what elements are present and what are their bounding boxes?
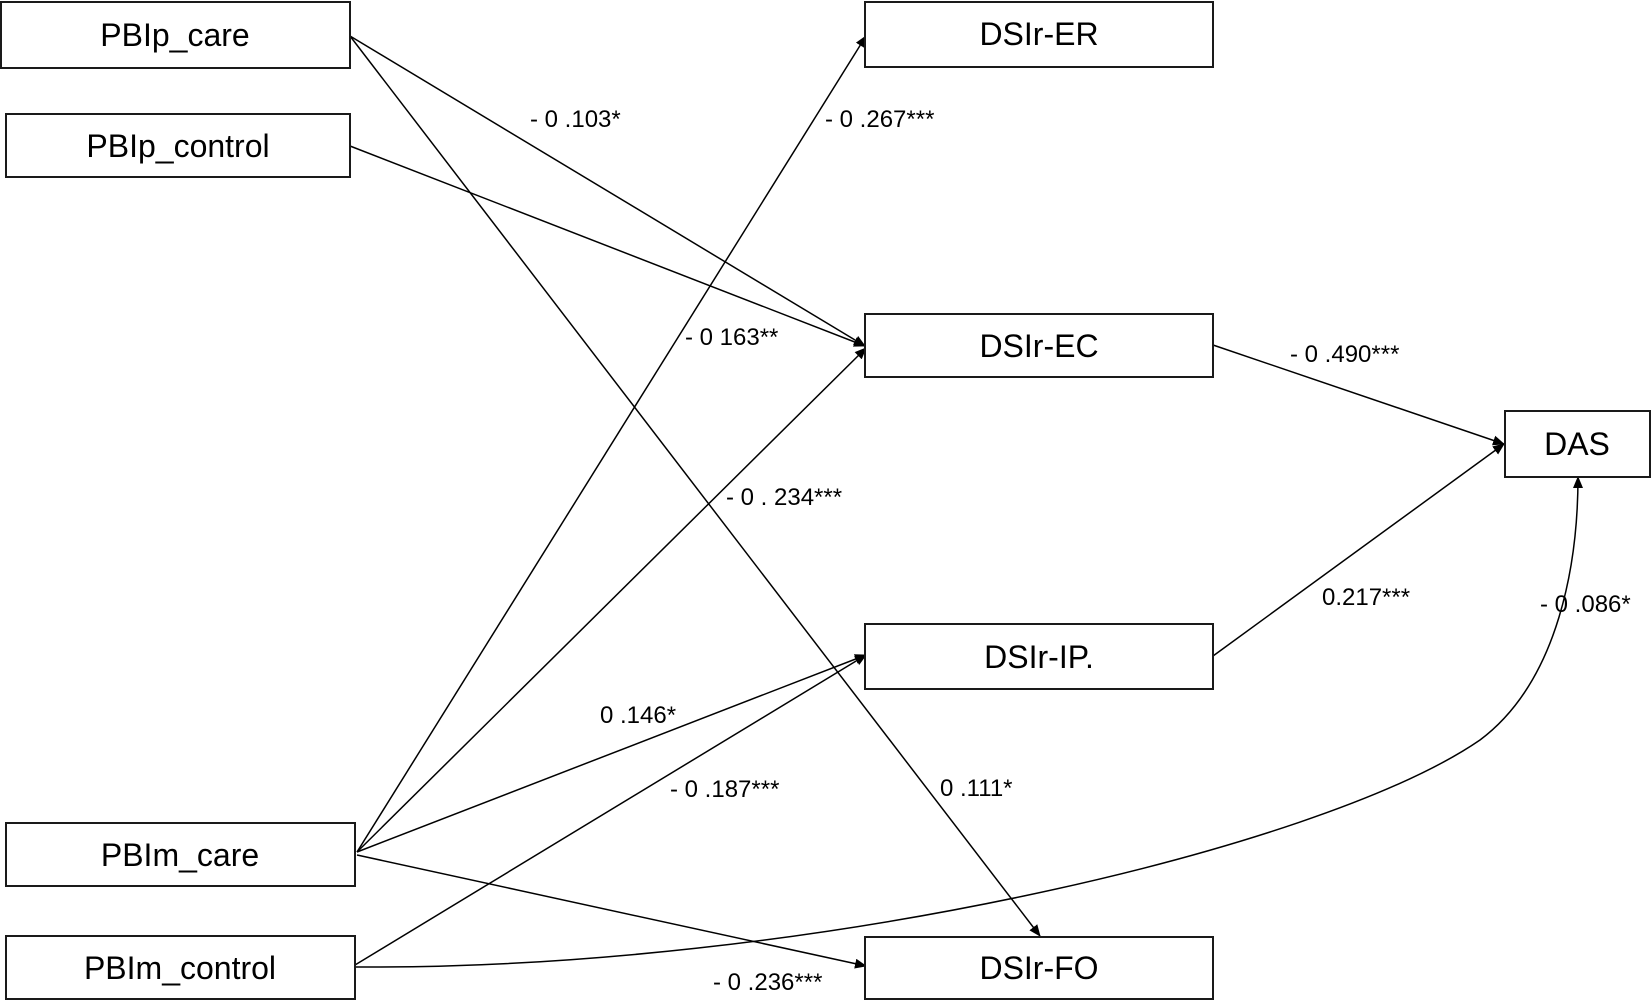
node-label: DSIr-EC — [979, 328, 1098, 364]
node-dsir-fo: DSIr-FO — [864, 936, 1214, 1000]
edge-label-pbip-care-dsir-ec: - 0 .103* — [530, 106, 621, 133]
node-das: DAS — [1504, 410, 1651, 478]
edge-label-pbim-control-das: - 0 .086* — [1540, 591, 1631, 618]
node-pbim-control: PBIm_control — [5, 935, 356, 1000]
edge-label-pbip-control-dsir-ec: - 0 163** — [685, 324, 778, 351]
node-label: DSIr-FO — [979, 950, 1098, 986]
node-label: DAS — [1544, 426, 1610, 462]
edge-pbim-care-to-dsir-fo — [356, 854, 867, 969]
edge-pbim-care-to-dsir-ec — [356, 347, 867, 853]
edges — [349, 35, 1583, 969]
edge-labels: - 0 .103* 0 .111* - 0 163** - 0 .267*** … — [530, 106, 1631, 996]
node-pbip-control: PBIp_control — [5, 113, 351, 178]
node-dsir-er: DSIr-ER — [864, 1, 1214, 68]
edge-label-dsir-ec-das: - 0 .490*** — [1290, 341, 1399, 368]
edge-pbim-control-to-dsir-ip — [354, 654, 867, 966]
edge-label-dsir-ip-das: 0.217*** — [1322, 584, 1410, 611]
edge-dsir-ip-to-das — [1212, 443, 1505, 657]
edge-label-pbip-care-dsir-fo: 0 .111* — [940, 775, 1013, 802]
edge-label-pbim-care-dsir-er: - 0 .267*** — [825, 106, 934, 133]
edge-label-pbim-care-dsir-ip: 0 .146* — [600, 702, 676, 729]
node-label: DSIr-ER — [979, 16, 1098, 52]
node-label: PBIp_control — [86, 128, 269, 164]
node-pbim-care: PBIm_care — [5, 822, 356, 887]
node-label: PBIp_care — [100, 17, 249, 53]
node-label: PBIm_control — [84, 950, 276, 986]
edge-label-pbim-control-dsir-ip: - 0 .187*** — [670, 776, 779, 803]
edge-pbim-care-to-dsir-ip — [356, 654, 867, 853]
edge-pbim-control-to-das — [354, 476, 1583, 968]
edge-pbip-control-to-dsir-ec — [349, 145, 866, 347]
edge-pbip-care-to-dsir-fo — [349, 35, 1041, 937]
edge-label-pbim-care-dsir-fo: - 0 .236*** — [713, 969, 822, 996]
edge-pbim-care-to-dsir-er — [356, 35, 867, 853]
node-dsir-ip: DSIr-IP. — [864, 623, 1214, 690]
edge-pbip-care-to-dsir-ec — [349, 35, 866, 347]
node-dsir-ec: DSIr-EC — [864, 313, 1214, 378]
node-label: DSIr-IP. — [984, 639, 1094, 675]
node-pbip-care: PBIp_care — [0, 1, 351, 69]
edge-dsir-ec-to-das — [1212, 344, 1505, 446]
edge-label-pbim-care-dsir-ec: - 0 . 234*** — [726, 484, 842, 511]
node-label: PBIm_care — [101, 837, 259, 873]
